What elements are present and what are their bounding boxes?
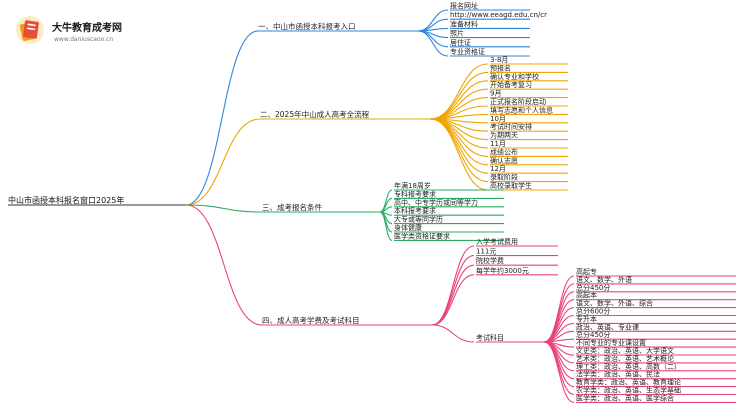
- leaf-node: 年满18周岁: [394, 181, 431, 190]
- connector: [417, 30, 449, 57]
- root-topic: 中山市函授本科报名窗口2025年: [8, 195, 124, 205]
- logo: 大牛教育成考网 www.daniuscaoo.cn: [16, 16, 122, 44]
- leaf-node: 开始备考复习: [490, 80, 532, 89]
- connector: [429, 118, 489, 191]
- leaf-node: 成绩公布: [490, 147, 518, 156]
- exam-leaf-node: 文史类：政治、英语、大学语文: [576, 346, 674, 355]
- leaf-node: 为期两天: [490, 131, 518, 140]
- connector: [185, 30, 259, 206]
- leaf-node: 3-8月: [490, 56, 508, 64]
- exam-leaf-node: 艺术类：政治、英语、艺术概论: [576, 354, 674, 363]
- connector: [431, 324, 475, 343]
- exam-leaf-node: 语文、数学、外语: [576, 275, 632, 284]
- leaf-node: 大专或等同学历: [394, 215, 443, 224]
- leaf-node: 本科报考要求: [394, 206, 436, 215]
- connector: [185, 204, 263, 213]
- exam-leaf-node: 总分600分: [576, 307, 610, 316]
- branch-4: 四、成人高考学费及考试科目: [262, 315, 360, 325]
- sub-branch-exam-subjects: 考试科目: [476, 333, 504, 342]
- exam-leaf-node: 总分450分: [576, 330, 610, 339]
- connector: [429, 118, 489, 174]
- exam-leaf-node: 高起专: [576, 267, 597, 276]
- leaf-node: 高中、中专学历或同等学力: [394, 198, 478, 207]
- connector: [429, 118, 489, 183]
- branch-2: 二、2025年中山成人高考全流程: [260, 109, 370, 119]
- leaf-node: 填写志愿和个人信息: [490, 105, 553, 114]
- leaf-node: 医学类资格证要求: [394, 231, 450, 240]
- leaf-node: 入学考试费用: [476, 237, 518, 246]
- leaf-node: 专业资格证: [450, 47, 485, 56]
- connector: [543, 341, 575, 396]
- leaf-node: 12月: [490, 165, 506, 173]
- exam-leaf-node: 理工类：政治、英语、高数（二）: [576, 362, 681, 371]
- exam-leaf-node: 高起本: [576, 291, 597, 300]
- exam-leaf-node: 农学类：政治、英语、生态学基础: [576, 386, 681, 395]
- leaf-node: http://www.eeagd.edu.cn/cr: [450, 11, 547, 19]
- leaf-node: 11月: [490, 140, 506, 148]
- connector: [543, 341, 575, 403]
- leaf-node: 准备材料: [450, 19, 478, 28]
- connector: [429, 63, 489, 120]
- connector: [431, 274, 475, 326]
- leaf-node: 身体健康: [394, 223, 422, 232]
- connector: [429, 80, 489, 120]
- exam-leaf-node: 不同专业的专业课设置: [576, 338, 646, 347]
- leaf-node: 每学年约3000元: [476, 266, 529, 275]
- leaf-node: 确认专业和学校: [490, 72, 539, 81]
- connector: [543, 299, 575, 343]
- logo-url: www.daniuscaoo.cn: [54, 36, 113, 43]
- connector: [185, 118, 261, 206]
- leaf-node: 考试时间安排: [490, 122, 532, 131]
- exam-leaf-node: 总分450分: [576, 283, 610, 292]
- leaf-node: 录取阶段: [490, 173, 518, 182]
- connector: [417, 9, 449, 32]
- connector: [429, 118, 489, 149]
- connector: [379, 206, 393, 213]
- connector: [429, 118, 489, 166]
- leaf-node: 预报名: [490, 63, 511, 72]
- leaf-node: 确认志愿: [490, 156, 518, 165]
- leaf-node: 院校学费: [476, 256, 504, 265]
- logo-name: 大牛教育成考网: [52, 21, 122, 34]
- leaf-node: 111元: [476, 248, 496, 256]
- exam-leaf-node: 专升本: [576, 314, 597, 323]
- connector: [429, 97, 489, 120]
- connector: [379, 211, 393, 241]
- book-icon: [16, 16, 44, 44]
- leaf-node: 居住证: [450, 38, 471, 47]
- exam-leaf-node: 政治、英语、专业课: [576, 322, 639, 331]
- leaf-node: 正式报名阶段启动: [490, 97, 546, 106]
- connector: [185, 204, 263, 326]
- exam-leaf-node: 语文、数学、外语、综合: [576, 299, 653, 308]
- connector: [431, 255, 475, 326]
- branch-1: 一、中山市函授本科报考入口: [258, 21, 356, 31]
- connector: [431, 264, 475, 326]
- leaf-node: 9月: [490, 90, 501, 98]
- exam-leaf-node: 教育学类：政治、英语、教育理论: [576, 378, 681, 387]
- leaf-node: 照片: [450, 29, 464, 38]
- exam-leaf-node: 法学类：政治、英语、民法: [576, 370, 660, 379]
- leaf-node: 高校录取学生: [490, 181, 532, 190]
- leaf-node: 报名网址: [450, 1, 478, 10]
- leaf-node: 10月: [490, 115, 506, 123]
- exam-leaf-node: 医学类：政治、英语、医学综合: [576, 393, 674, 402]
- connector-lines: [8, 9, 736, 403]
- leaf-node: 专科报考要求: [394, 189, 436, 198]
- mindmap-nodes: 中山市函授本科报名窗口2025年 一、中山市函授本科报考入口 报名网址http://…: [8, 1, 681, 402]
- branch-3: 三、成考报名条件: [262, 202, 322, 212]
